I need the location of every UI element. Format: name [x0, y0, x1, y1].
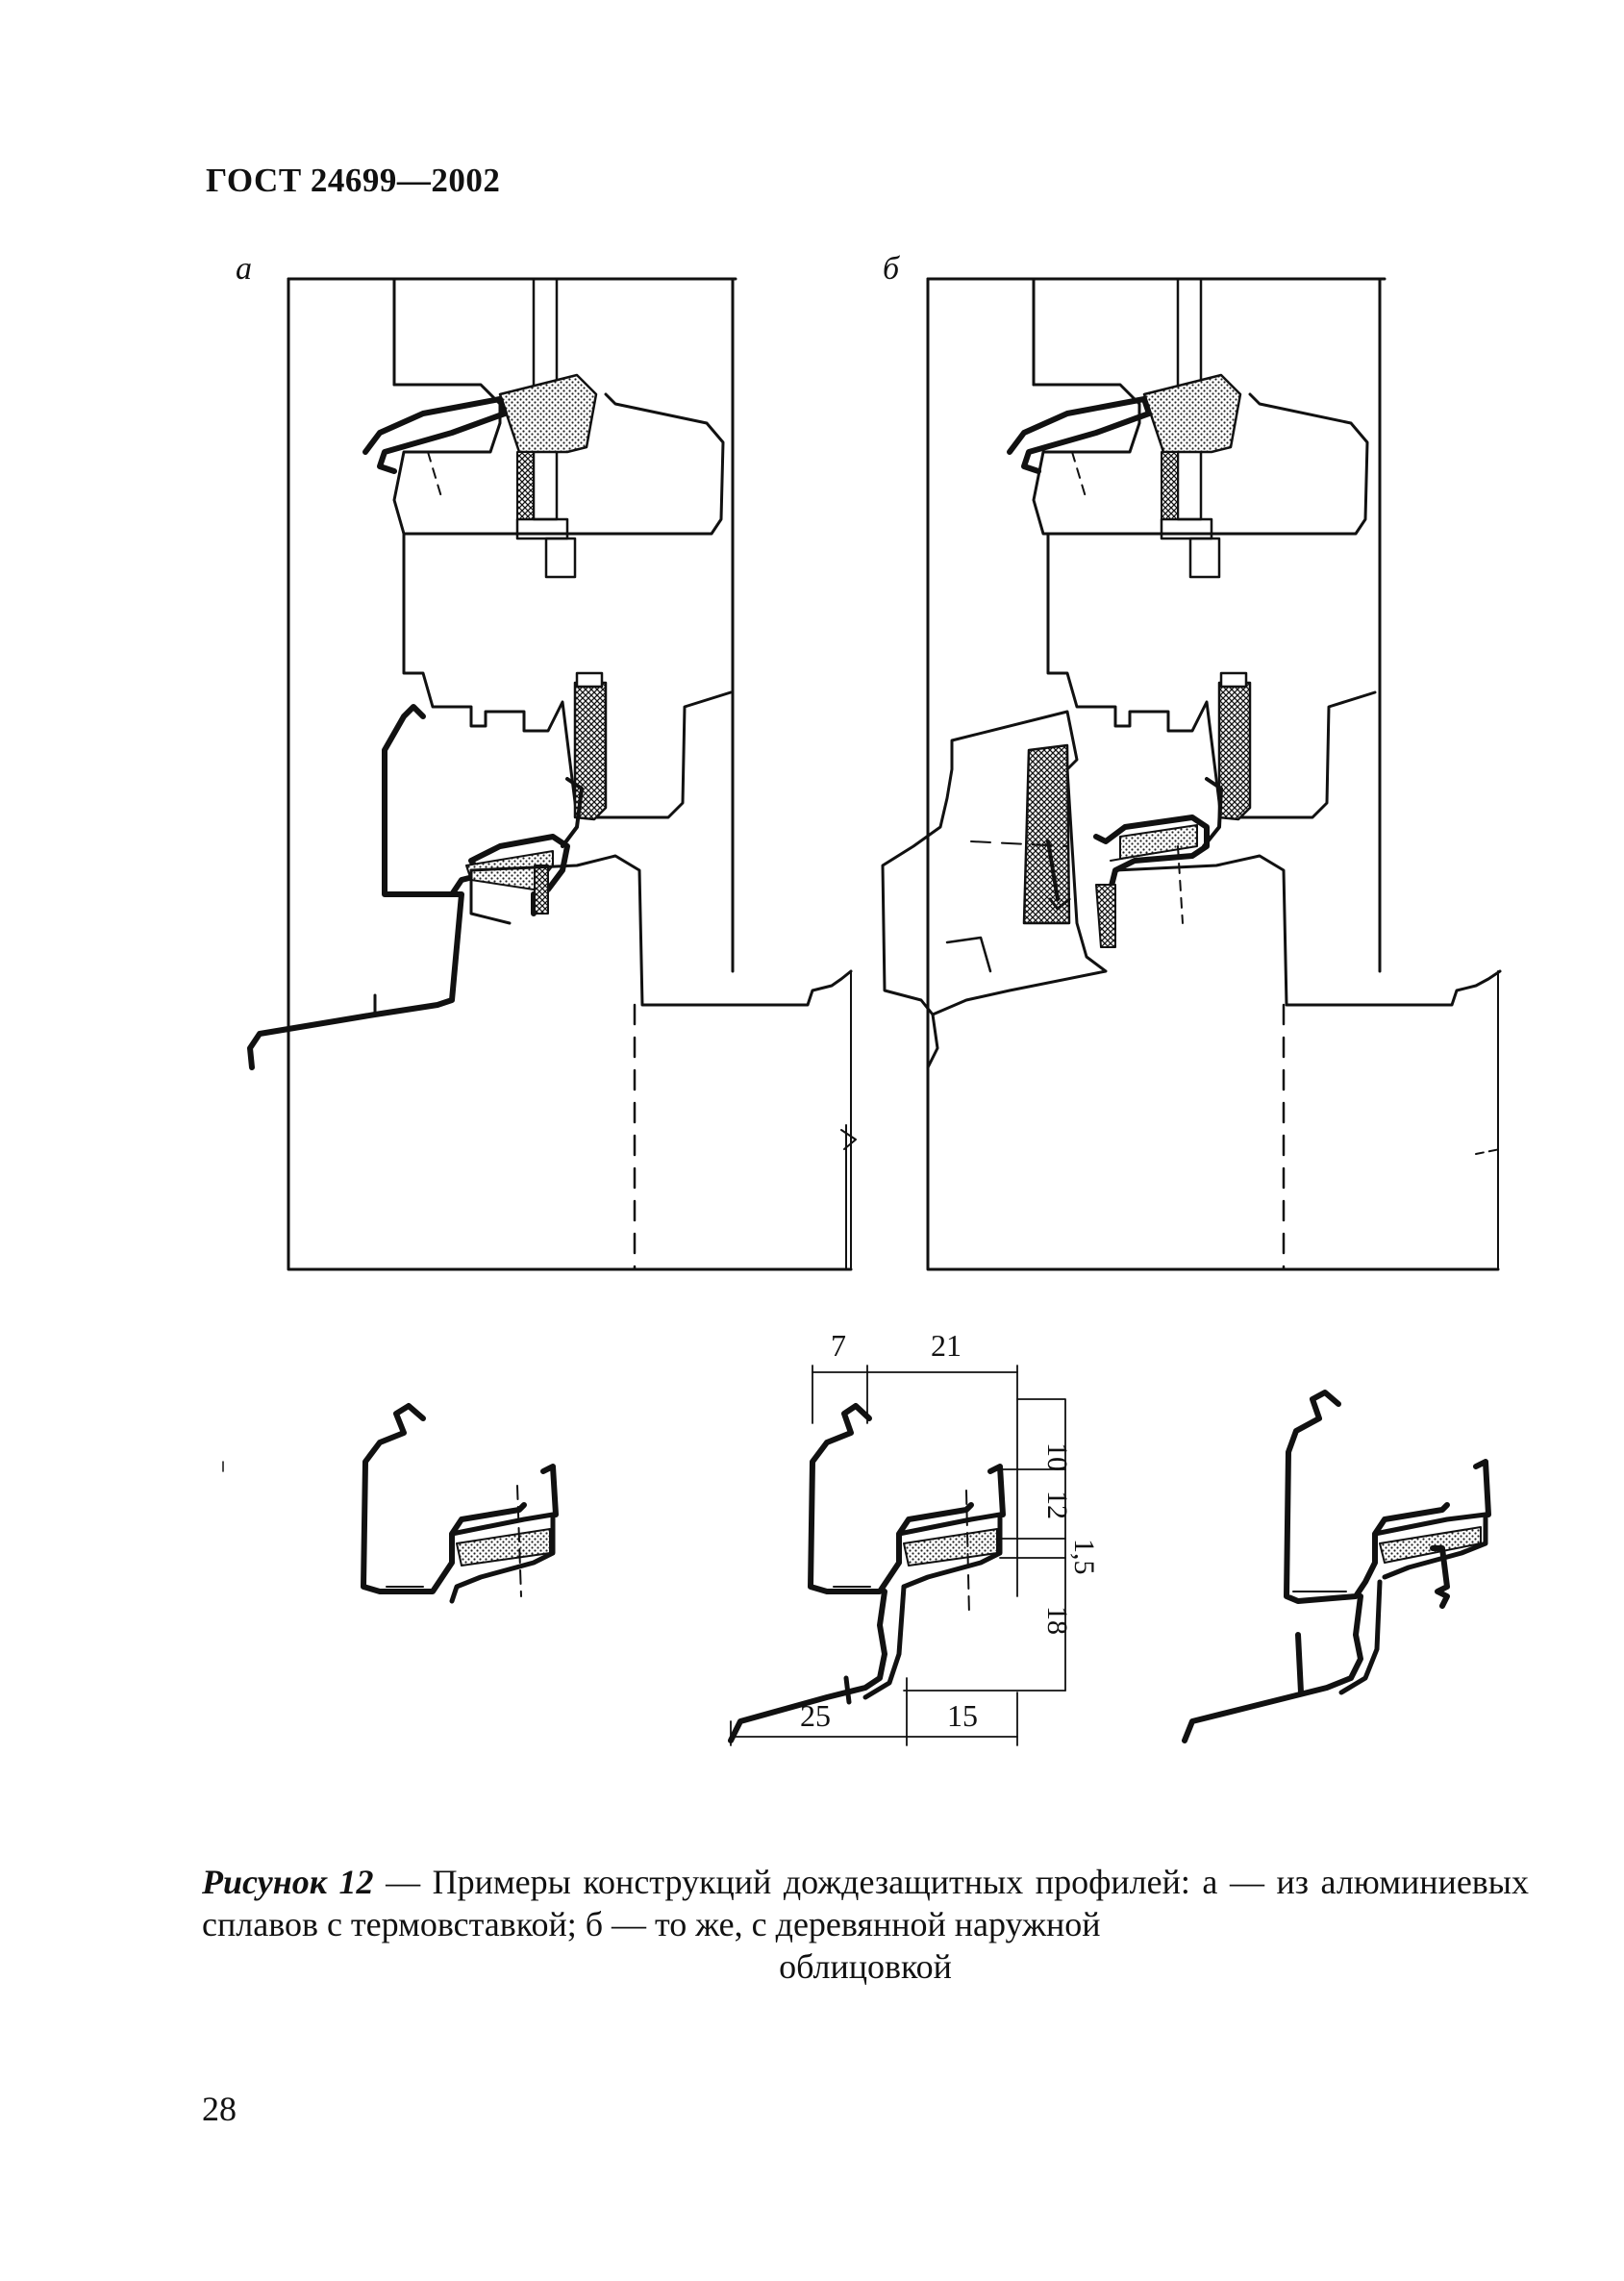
- panel-b-label: б: [883, 251, 901, 287]
- dimension-25: 25: [800, 1698, 831, 1733]
- profile-detail-3: [1182, 1390, 1491, 1743]
- caption-last-line: облицовкой: [779, 1947, 952, 1986]
- page-number: 28: [202, 2090, 237, 2128]
- dimension-1-5: 1,5: [1068, 1539, 1100, 1575]
- dimension-21: 21: [931, 1328, 962, 1363]
- profile-detail-2: 7 21 10 12 1,5 18 25 15: [728, 1328, 1100, 1746]
- document-header: ГОСТ 24699—2002: [206, 162, 501, 199]
- caption-text: — Примеры конструкций дождезащитных проф…: [202, 1863, 1529, 1943]
- panel-a-drawing: а: [236, 251, 857, 1271]
- dimension-12: 12: [1041, 1491, 1073, 1519]
- dimension-15: 15: [947, 1698, 978, 1733]
- panel-b-drawing: б: [881, 251, 1502, 1271]
- caption-lead: Рисунок 12: [202, 1863, 374, 1901]
- figure-caption: Рисунок 12 — Примеры конструкций дождеза…: [202, 1861, 1529, 1988]
- dimension-7: 7: [831, 1328, 846, 1363]
- profile-detail-1: [361, 1403, 559, 1604]
- dimension-18: 18: [1041, 1606, 1073, 1635]
- panel-a-label: а: [236, 251, 252, 287]
- dimension-10: 10: [1041, 1442, 1073, 1471]
